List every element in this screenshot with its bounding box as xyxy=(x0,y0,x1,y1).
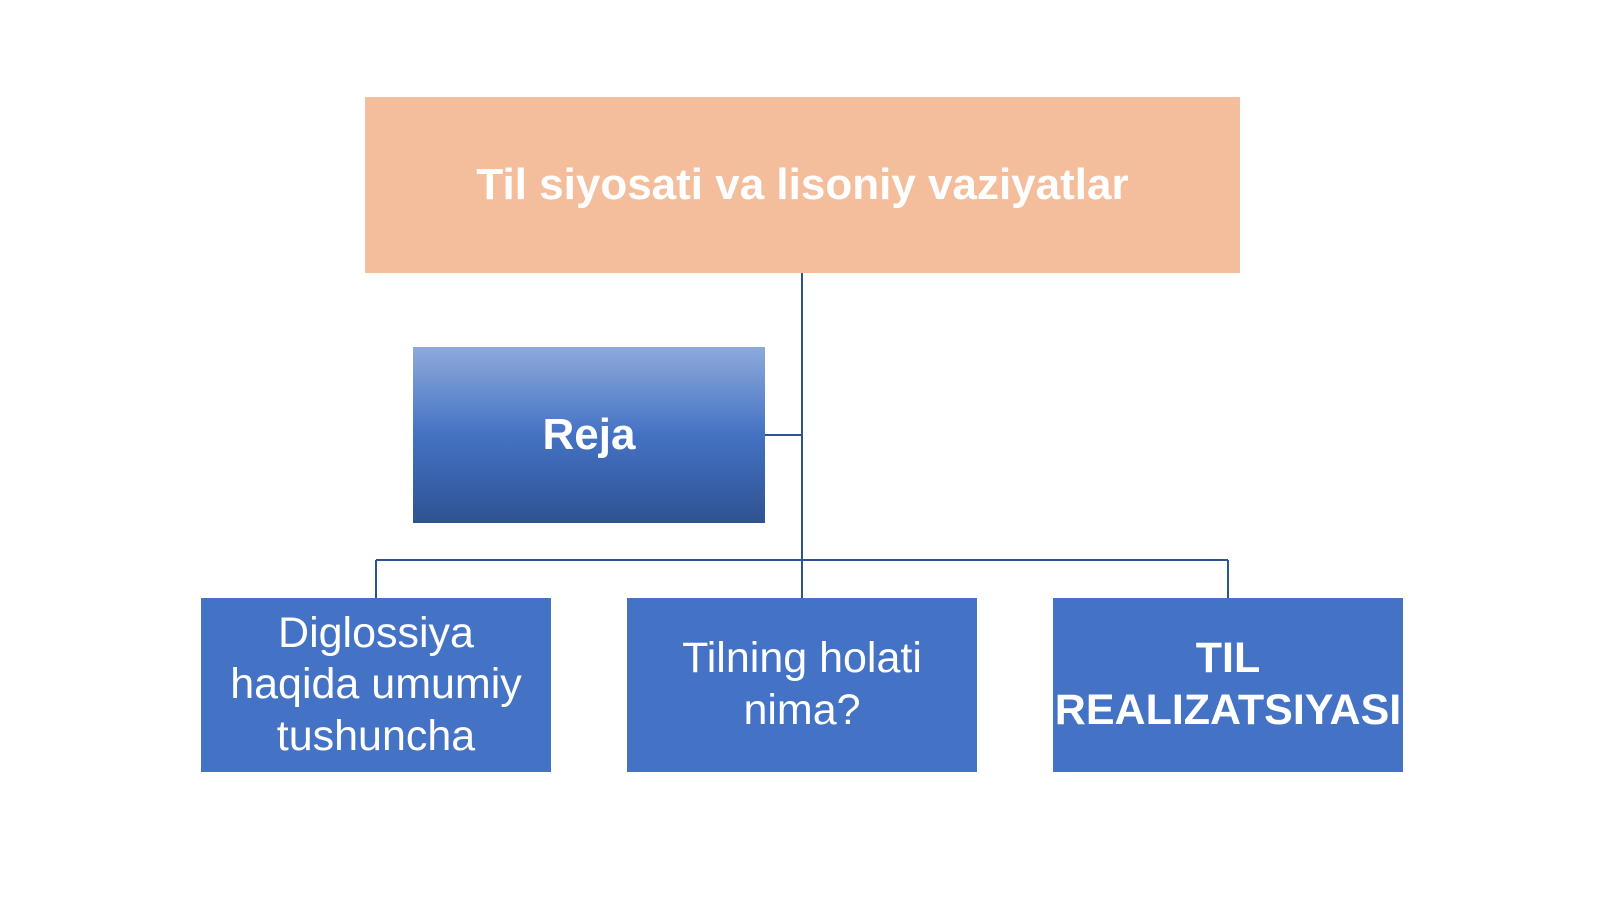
root-node: Til siyosati va lisoniy vaziyatlar xyxy=(365,97,1240,273)
assistant-node-label: Reja xyxy=(542,410,636,459)
child-node-diglossiya: Diglossiya haqida umumiy tushuncha xyxy=(201,598,551,772)
child-node-label: Tilning holati nima? xyxy=(682,634,922,734)
root-node-label: Til siyosati va lisoniy vaziyatlar xyxy=(476,160,1129,209)
child-node-label: TIL REALIZATSIYASI xyxy=(1054,634,1402,734)
child-node-til-realizatsiyasi: TIL REALIZATSIYASI xyxy=(1053,598,1403,772)
child-node-tilning-holati: Tilning holati nima? xyxy=(627,598,977,772)
assistant-node-reja: Reja xyxy=(413,347,765,523)
child-node-label: Diglossiya haqida umumiy tushuncha xyxy=(230,608,522,760)
